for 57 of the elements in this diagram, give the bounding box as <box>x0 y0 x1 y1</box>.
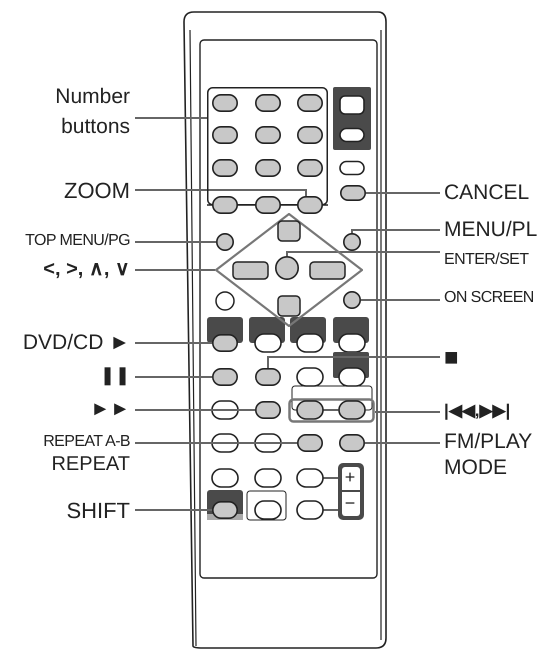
button-label: ENTER/SET <box>444 250 530 270</box>
key-symbol: + <box>344 466 356 488</box>
remote-button <box>255 94 281 112</box>
cursor-pad <box>215 213 363 327</box>
leader-line <box>135 189 307 196</box>
remote-button <box>212 501 238 519</box>
remote-button <box>255 159 281 177</box>
leader-line <box>286 251 440 256</box>
button-label: |◀◀,▶▶| <box>444 400 512 421</box>
button-label: TOP MENU/PG <box>24 231 130 251</box>
round-button <box>275 256 299 280</box>
button-group-outline <box>288 398 375 423</box>
button-label: ZOOM <box>63 177 130 205</box>
remote-button <box>212 159 238 177</box>
button-label: ON SCREEN <box>444 288 535 308</box>
button-label: REPEAT <box>50 452 130 477</box>
remote-button <box>212 368 238 386</box>
remote-button <box>212 94 238 112</box>
leader-line <box>135 241 216 243</box>
button-label: ■ <box>444 343 460 373</box>
button-label: Number buttons <box>54 84 130 140</box>
leader-line <box>135 509 212 511</box>
leader-line <box>135 376 212 378</box>
remote-button <box>297 94 323 112</box>
button-label: DVD/CD ► <box>22 330 130 356</box>
remote-button <box>297 126 323 144</box>
button-label: ❚❚ <box>99 364 130 387</box>
remote-button <box>340 185 366 201</box>
leader-line <box>361 299 440 301</box>
button-label: ►► <box>89 397 130 422</box>
keypad-outline <box>207 87 328 215</box>
button-label: <, >, ∧, ∨ <box>42 257 130 282</box>
leader-line <box>375 411 440 413</box>
leader-line <box>135 342 212 344</box>
leader-line <box>135 117 207 119</box>
button-label: MENU/PL <box>444 217 538 243</box>
button-label: REPEAT A-B <box>42 432 130 452</box>
button-label: SHIFT <box>65 497 130 525</box>
remote-button <box>255 196 281 214</box>
remote-button <box>255 368 281 386</box>
remote-button <box>255 126 281 144</box>
leader-line <box>351 229 440 233</box>
remote-button <box>297 159 323 177</box>
remote-button <box>212 334 238 352</box>
button-label: CANCEL <box>444 180 530 206</box>
remote-button <box>212 196 238 214</box>
leader-line <box>366 192 440 194</box>
remote-button <box>255 401 281 419</box>
leader-line <box>365 442 440 444</box>
remote-button <box>297 196 323 214</box>
leader-line <box>135 269 215 271</box>
remote-button <box>212 126 238 144</box>
key-symbol: − <box>344 492 356 514</box>
remote-button <box>339 434 365 452</box>
leader-line <box>267 356 440 368</box>
remote-button <box>297 434 323 452</box>
button-label: FM/PLAY MODE <box>444 429 533 481</box>
